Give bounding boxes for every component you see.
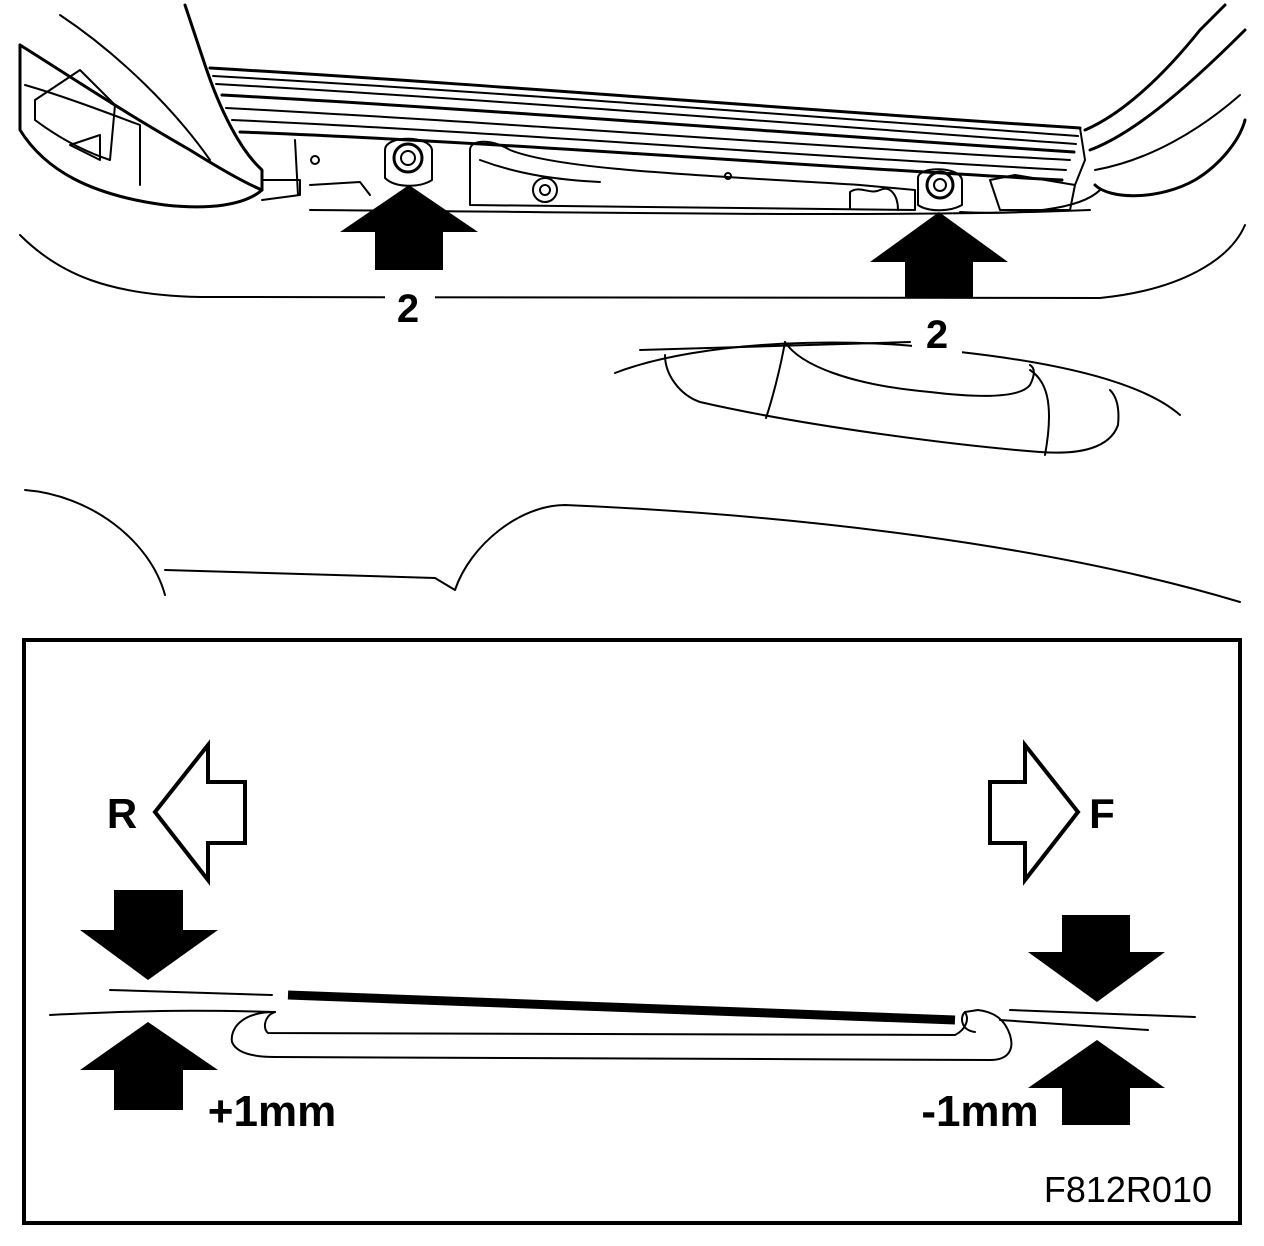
detail-box: R F +1mm -1mm F812R010 xyxy=(22,638,1242,1225)
left-pillar-trim xyxy=(18,3,264,192)
grab-handle xyxy=(614,341,1181,456)
panel-section xyxy=(49,989,1196,1061)
bolt-arrow-right xyxy=(870,212,1008,298)
front-offset-label: -1mm xyxy=(921,1087,1038,1136)
bolt-arrow-left xyxy=(340,185,478,270)
callout-label-right: 2 xyxy=(926,313,948,357)
front-direction-arrow xyxy=(988,739,1081,886)
rear-gap-arrow-down xyxy=(80,890,218,980)
rear-label: R xyxy=(107,790,137,837)
front-label: F xyxy=(1089,790,1115,837)
detail-frame xyxy=(22,638,1242,1225)
roof-panel-view xyxy=(18,3,1247,603)
sunroof-glass-edge xyxy=(287,990,956,1025)
callout-label-left: 2 xyxy=(397,287,419,331)
seat-outline xyxy=(24,489,1241,603)
roof-outer-contour xyxy=(19,224,1246,299)
bolt-right xyxy=(925,170,955,200)
rear-direction-arrow xyxy=(152,739,247,886)
rear-offset-label: +1mm xyxy=(208,1087,336,1136)
rear-gap-arrow-up xyxy=(80,1022,218,1110)
figure-code: F812R010 xyxy=(1044,1169,1212,1210)
right-corner-frame xyxy=(1083,3,1227,132)
front-gap-arrow-down xyxy=(1028,915,1165,1002)
bolt-left xyxy=(392,142,424,174)
roof-rail xyxy=(208,66,1086,186)
front-gap-arrow-up xyxy=(1028,1040,1165,1125)
